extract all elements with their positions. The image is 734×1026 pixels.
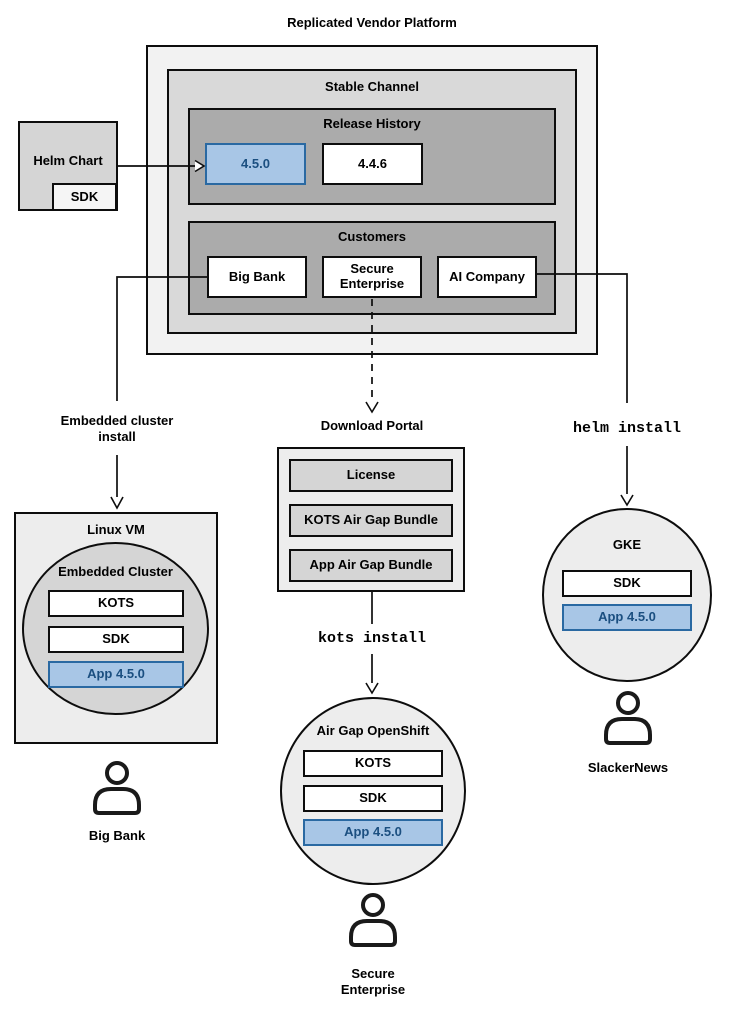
helm-chart-label: Helm Chart	[33, 153, 103, 168]
download-portal-title: Download Portal	[320, 418, 424, 433]
embedded-kots-node: KOTS	[48, 590, 184, 617]
user-icon	[604, 691, 652, 745]
embedded-sdk-node: SDK	[48, 626, 184, 653]
secure-enterprise-user-icon	[346, 892, 400, 952]
customer-ai-company-node: AI Company	[437, 256, 537, 298]
release-history-title: Release History	[323, 116, 421, 131]
helm-install-command: helm install	[572, 420, 682, 437]
openshift-sdk-node: SDK	[303, 785, 443, 812]
gke-title: GKE	[612, 537, 642, 552]
big-bank-user-icon	[90, 760, 144, 820]
user-icon	[349, 893, 397, 947]
kots-install-command: kots install	[317, 630, 427, 647]
secure-enterprise-user-label: Secure Enterprise	[340, 966, 406, 998]
embedded-app-node: App 4.5.0	[48, 661, 184, 688]
stable-channel-title: Stable Channel	[325, 79, 419, 94]
diagram-title: Replicated Vendor Platform	[287, 15, 457, 30]
openshift-app-node: App 4.5.0	[303, 819, 443, 846]
release-node-450: 4.5.0	[205, 143, 306, 185]
app-airgap-bundle-node: App Air Gap Bundle	[289, 549, 453, 582]
embedded-install-label: Embedded cluster install	[60, 413, 174, 445]
airgap-openshift-title: Air Gap OpenShift	[316, 723, 430, 738]
slackernews-user-label: SlackerNews	[587, 760, 669, 775]
gke-app-node: App 4.5.0	[562, 604, 692, 631]
openshift-kots-node: KOTS	[303, 750, 443, 777]
customer-secure-enterprise-node: Secure Enterprise	[322, 256, 422, 298]
customer-big-bank-node: Big Bank	[207, 256, 307, 298]
release-node-446: 4.4.6	[322, 143, 423, 185]
kots-airgap-bundle-node: KOTS Air Gap Bundle	[289, 504, 453, 537]
secure-to-portal-arrowhead	[365, 401, 379, 414]
slackernews-user-icon	[601, 690, 655, 750]
big-bank-to-vm-arrowhead	[110, 496, 124, 510]
gke-sdk-node: SDK	[562, 570, 692, 597]
big-bank-user-label: Big Bank	[88, 828, 146, 843]
linux-vm-title: Linux VM	[87, 522, 145, 537]
portal-to-openshift-arrowhead	[365, 682, 379, 695]
ai-company-to-gke-arrowhead	[620, 494, 634, 507]
embedded-cluster-title: Embedded Cluster	[58, 564, 173, 579]
user-icon	[93, 761, 141, 815]
customers-title: Customers	[338, 229, 406, 244]
license-node: License	[289, 459, 453, 492]
helm-sdk-node: SDK	[52, 183, 117, 211]
